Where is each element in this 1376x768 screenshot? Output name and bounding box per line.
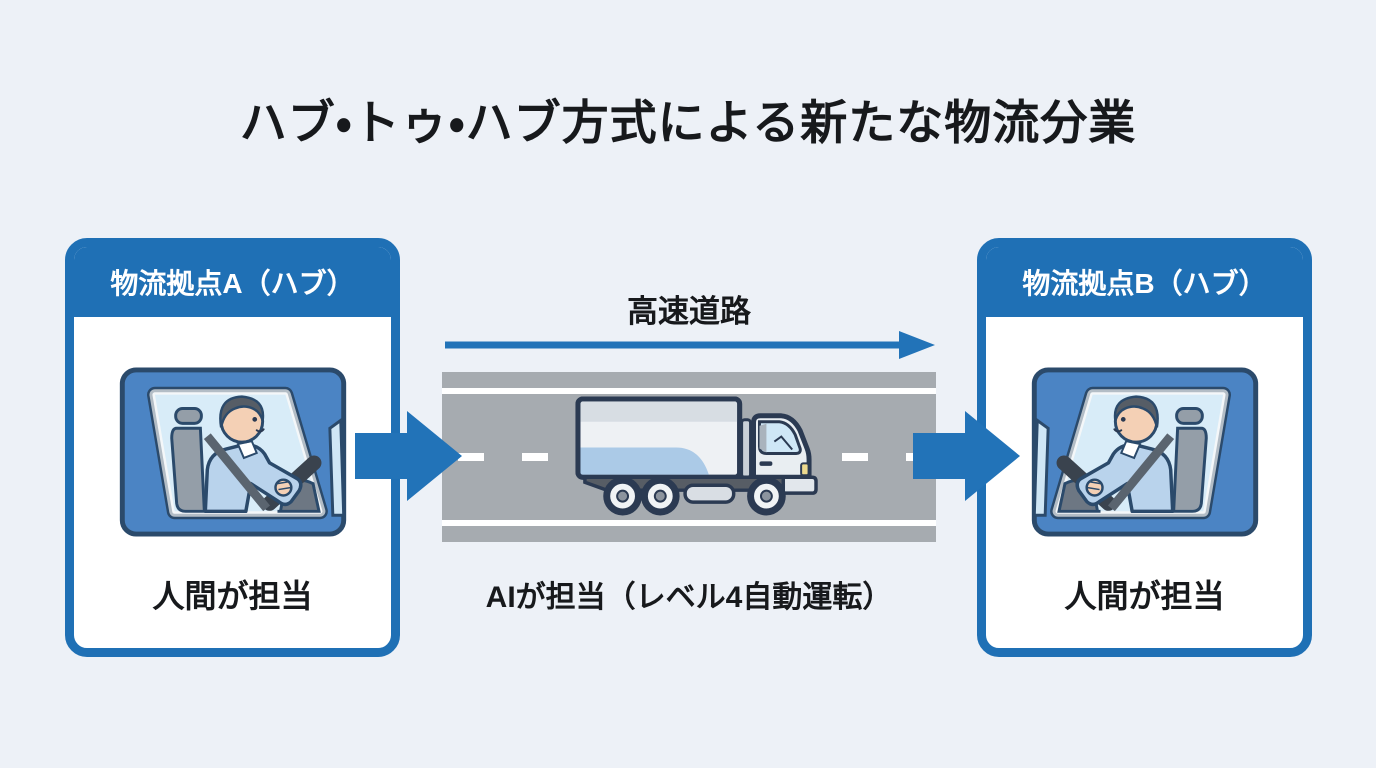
highway-label: 高速道路 xyxy=(627,294,751,329)
autonomous-truck-icon xyxy=(571,390,819,524)
hub-b-caption: 人間が担当 xyxy=(1064,578,1225,614)
hub-b-header: 物流拠点B（ハブ） xyxy=(986,247,1303,317)
highway-caption: AIが担当（レベル4自動運転） xyxy=(485,581,893,614)
hub-a-caption: 人間が担当 xyxy=(152,578,313,614)
hub-a-header: 物流拠点A（ハブ） xyxy=(74,247,391,317)
diagram-title: ハブ・トゥ・ハブ方式による新たな物流分業 xyxy=(239,96,1137,149)
hub-b-card: 物流拠点B（ハブ） xyxy=(977,238,1312,657)
driver-in-cab-mirrored-icon xyxy=(1031,367,1259,537)
highway-direction-arrow-icon xyxy=(445,331,935,359)
driver-in-cab-icon xyxy=(119,367,347,537)
flow-arrow-left-icon xyxy=(355,411,462,501)
flow-arrow-right-icon xyxy=(913,411,1020,501)
hub-a-body: 人間が担当 xyxy=(74,317,391,648)
hub-a-card: 物流拠点A（ハブ） xyxy=(65,238,400,657)
hub-b-body: 人間が担当 xyxy=(986,317,1303,648)
